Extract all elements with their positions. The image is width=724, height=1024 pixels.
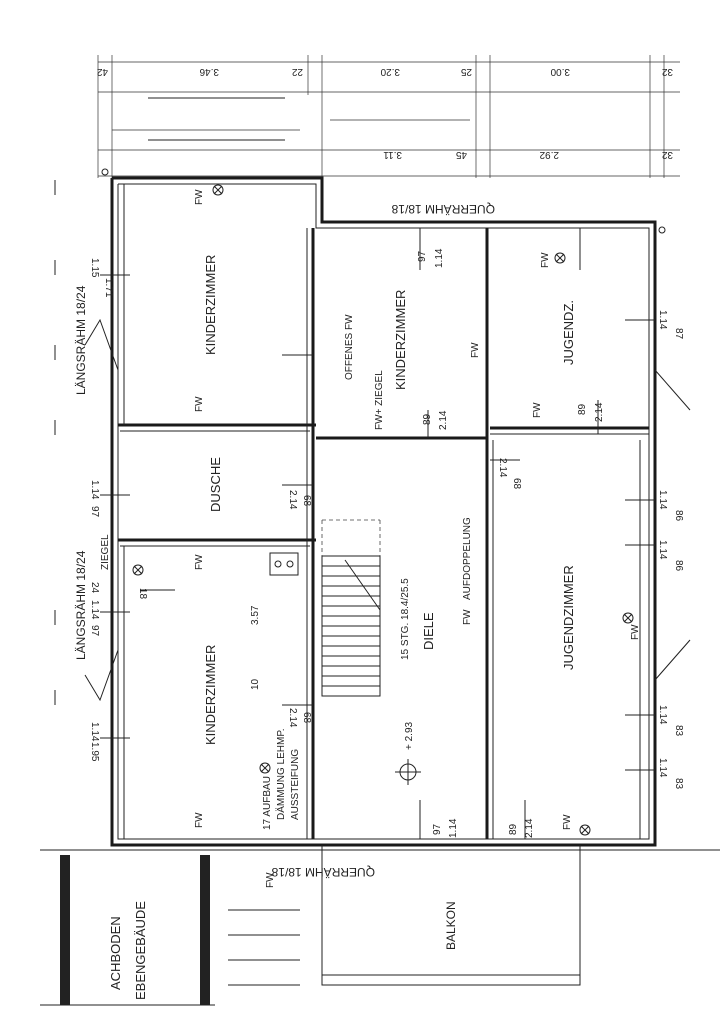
dim-label: 3.57 — [250, 605, 261, 625]
room-label: DIELE — [421, 612, 436, 650]
door-openings — [100, 228, 655, 839]
room-label: EBENGEBÄUDE — [133, 901, 148, 1000]
dim-label: 1.14 — [657, 310, 668, 330]
dim-label: 97 — [417, 250, 428, 262]
dim-label: 1.14 — [657, 490, 668, 510]
room-label: JUGENDZIMMER — [561, 565, 576, 670]
radiator-icon — [132, 184, 634, 836]
dim-label: 89 — [422, 413, 433, 425]
fw-label: FW — [630, 624, 641, 640]
dim-label: 97 — [432, 823, 443, 835]
room-label: JUGENDZ. — [561, 300, 576, 365]
dim-label: 1.14 — [434, 248, 445, 268]
fw-label: FW — [194, 554, 205, 570]
dim-label: 1.15 — [89, 258, 100, 278]
dim-label: 83 — [673, 778, 684, 790]
dim-top-42: 42 — [96, 66, 108, 77]
fw-label: FW — [265, 872, 276, 888]
corner-marker — [101, 168, 109, 176]
dim-label: 2.14 — [524, 818, 535, 838]
dim-label: 1.14 — [657, 758, 668, 778]
aufbau-label: DÄMMUNG LEHMP. — [275, 729, 287, 821]
dimension-chain-top — [97, 55, 680, 178]
beam-leaders — [84, 318, 691, 702]
fw-label: FW — [194, 396, 205, 412]
dim-label: 1.14 — [89, 480, 100, 500]
dim-label: 2.14 — [497, 458, 508, 478]
dim-label: 10 — [250, 678, 261, 690]
aufdoppelung-label: AUFDOPPELUNG — [462, 517, 473, 600]
dim-label: 1.14 — [89, 722, 100, 742]
dim-label: 24 — [89, 582, 100, 594]
fw-label: FW — [540, 252, 551, 268]
room-label: KINDERZIMMER — [393, 290, 408, 390]
dim-label: 68 — [301, 495, 312, 507]
dim-label: 1.95 — [89, 742, 100, 762]
dim-label: 2.14 — [287, 708, 298, 728]
ziegel-label: ZIEGEL — [100, 534, 111, 570]
beam-label: QUERRÄHM 18/18 — [271, 865, 375, 879]
dim-label: 2.14 — [438, 410, 449, 430]
beam-label: LÄNGSRÄHM 18/24 — [74, 285, 88, 395]
dim-row2-311: 3.11 — [383, 149, 402, 160]
dim-label: 1.71 — [103, 278, 114, 298]
fw-label: FW — [562, 814, 573, 830]
dim-label: 89 — [577, 403, 588, 415]
stair-label: 15 STG. 18.4/25.5 — [400, 578, 411, 660]
dim-label: 97 — [89, 625, 100, 637]
dim-label: 87 — [673, 328, 684, 340]
corner-marker — [658, 226, 666, 234]
dim-label: 68 — [301, 712, 312, 724]
interior-walls — [118, 184, 649, 839]
dim-top-320: 3.20 — [380, 66, 400, 77]
dim-label: 1.14 — [657, 540, 668, 560]
exterior-walls — [101, 168, 666, 847]
dim-label: 86 — [673, 510, 684, 522]
room-label: KINDERZIMMER — [203, 645, 218, 745]
dim-label: 86 — [673, 560, 684, 572]
dim-top-22: 22 — [291, 66, 303, 77]
beam-label: LÄNGSRÄHM 18/24 — [74, 550, 88, 660]
aufbau-label: AUSSTEIFUNG — [290, 749, 301, 820]
dim-row2-45: 45 — [455, 149, 467, 160]
fw-label: FW — [470, 342, 481, 358]
dim-label: 68 — [511, 478, 522, 490]
room-label: KINDERZIMMER — [203, 255, 218, 355]
dim-label: 18 — [137, 588, 148, 600]
dim-label: 1.14 — [89, 600, 100, 620]
dim-label: 1.14 — [448, 818, 459, 838]
balkon-area — [228, 845, 581, 986]
adjacent-building — [40, 849, 720, 1006]
fw-ziegel-label: FW+ ZIEGEL — [374, 370, 385, 430]
dim-row2-32: 32 — [661, 149, 673, 160]
aufbau-label: 17 AUFBAU — [262, 776, 273, 830]
offenes-fw-label: OFFENES FW — [344, 314, 355, 380]
dim-label: 83 — [673, 725, 684, 737]
staircase — [321, 519, 381, 697]
room-label: DUSCHE — [208, 457, 223, 512]
dim-label: 97 — [89, 506, 100, 518]
fw-label: FW — [194, 189, 205, 205]
shower-symbol — [269, 552, 299, 576]
dim-top-25: 25 — [460, 66, 472, 77]
dim-label: 2.14 — [594, 402, 605, 422]
dim-top-300: 3.00 — [550, 66, 570, 77]
dim-label: 1.14 — [657, 705, 668, 725]
fw-label: FW — [532, 402, 543, 418]
dim-label: 89 — [508, 823, 519, 835]
dim-label: 2.14 — [287, 490, 298, 510]
room-label: BALKON — [444, 901, 458, 950]
room-label: ACHBODEN — [108, 916, 123, 990]
elevation-label: + 2.93 — [404, 721, 415, 750]
fw-label: FW — [462, 609, 473, 625]
fw-label: FW — [194, 812, 205, 828]
beam-label: QUERRÄHM 18/18 — [391, 202, 495, 216]
dim-top-346: 3.46 — [199, 66, 219, 77]
elevation-marker — [395, 759, 421, 785]
dim-top-32: 32 — [661, 66, 673, 77]
dim-row2-292: 2.92 — [539, 149, 559, 160]
